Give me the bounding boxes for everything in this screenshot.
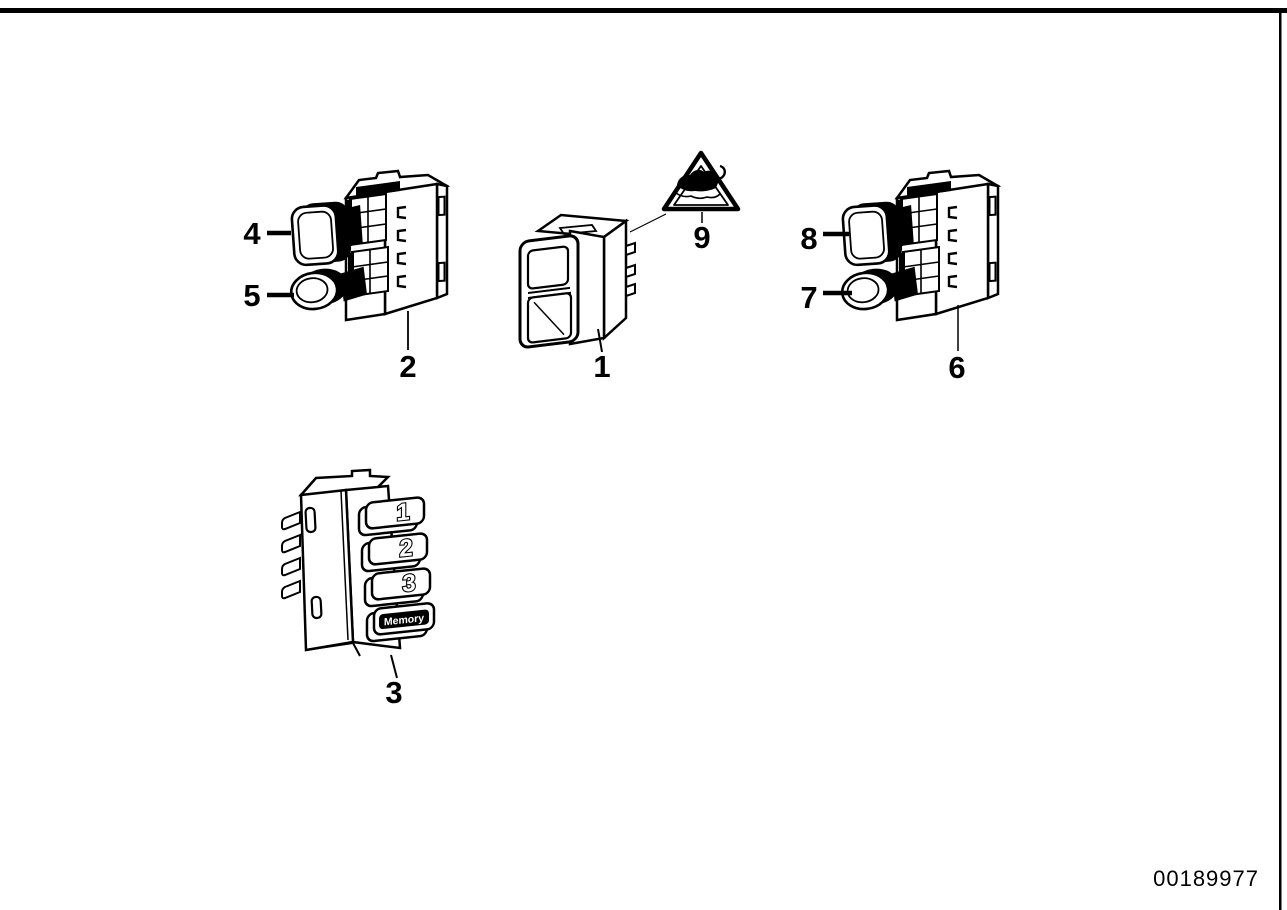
image-id: 00189977 — [1153, 866, 1259, 891]
callout-7[interactable]: 7 — [800, 280, 817, 315]
leader-line-9-diagonal — [629, 213, 667, 233]
leader-line-3 — [390, 654, 398, 679]
rocker-switch-part1: 1 — [518, 213, 636, 384]
callout-2[interactable]: 2 — [399, 349, 416, 384]
leader-line-1 — [597, 328, 603, 353]
rocker-upper-half — [526, 245, 570, 290]
memory-switch-button-3[interactable]: 3 — [363, 567, 432, 608]
memory-switch-part3: 1 2 3 Memory 3 — [281, 468, 436, 710]
button-2-label: 2 — [399, 534, 412, 562]
top-rule — [0, 8, 1287, 13]
right-rule — [1279, 8, 1282, 910]
callout-6[interactable]: 6 — [948, 350, 965, 385]
towed-vehicle-warning-icon — [675, 164, 726, 200]
button-3-label: 3 — [402, 569, 415, 597]
terminal-pin — [625, 263, 636, 279]
terminal-pin — [625, 241, 636, 257]
callout-9[interactable]: 9 — [693, 220, 710, 255]
callout-3[interactable]: 3 — [385, 675, 402, 710]
connector-pin — [281, 556, 301, 577]
memory-button-label: Memory — [384, 612, 424, 628]
connector-pin — [281, 510, 301, 531]
connector-pin — [281, 579, 301, 600]
mounting-slot — [310, 595, 323, 620]
switch-housing-part6 — [838, 169, 1000, 322]
rocker-body-right — [602, 218, 628, 341]
rocker-lower-half — [526, 292, 573, 344]
memory-switch-button-memory[interactable]: Memory — [365, 602, 436, 643]
switch-housing-part2 — [287, 169, 449, 322]
callout-5[interactable]: 5 — [243, 278, 260, 313]
connector-pin — [281, 533, 301, 554]
terminal-pin — [625, 282, 636, 298]
memory-switch-button-1[interactable]: 1 — [357, 496, 426, 537]
memory-switch-button-2[interactable]: 2 — [360, 532, 429, 573]
warning-triangle-part9: 9 — [629, 150, 741, 255]
callout-8[interactable]: 8 — [800, 221, 817, 256]
button-1-label: 1 — [396, 498, 409, 526]
mounting-slot — [304, 506, 317, 534]
switch-assembly-left: 4 5 2 — [243, 169, 449, 384]
callout-1[interactable]: 1 — [593, 349, 610, 384]
switch-assembly-right: 8 7 6 — [800, 169, 1000, 385]
callout-4[interactable]: 4 — [243, 216, 261, 251]
